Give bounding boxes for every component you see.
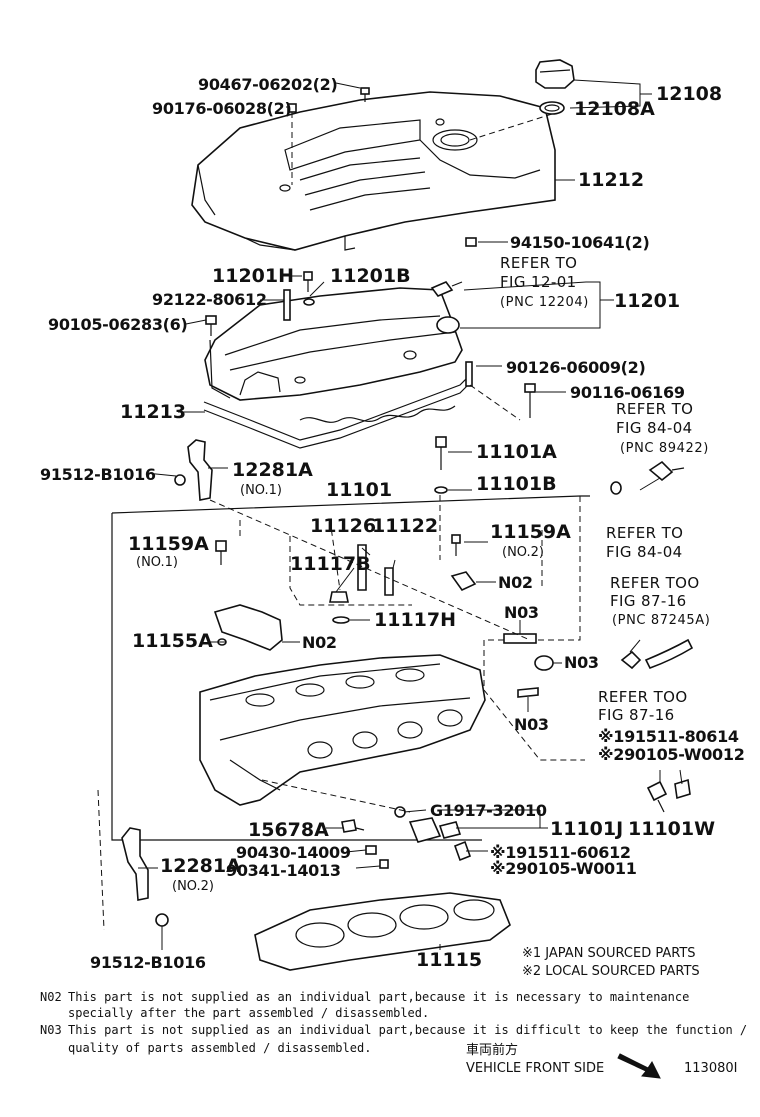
ref3-line2: FIG 84-04	[606, 543, 683, 561]
label-90467: 90467-06202(2)	[198, 75, 338, 94]
side-sensor-parts-drawing	[620, 638, 694, 813]
label-no3-c: N03	[514, 715, 549, 734]
ref3-line1: REFER TO	[606, 524, 683, 542]
label-no2-left: N02	[302, 633, 337, 652]
cover-bolts-drawing	[287, 87, 370, 185]
label-no3-b: N03	[564, 653, 599, 672]
label-11101w: 11101W	[628, 818, 715, 840]
label-11101b: 11101B	[476, 473, 557, 495]
label-11117h: 11117H	[374, 609, 456, 631]
label-91512-b1016-bottom: 91512-B1016	[90, 953, 206, 972]
label-11213: 11213	[120, 401, 186, 423]
label-90430: 90430-14009	[236, 843, 351, 862]
label-11201: 11201	[614, 290, 680, 312]
label-12108: 12108	[656, 83, 722, 105]
label-11201h: 11201H	[212, 265, 294, 287]
diagram-footer: 車両前方 VEHICLE FRONT SIDE 113080I	[466, 1042, 737, 1079]
source-legend: ※1 JAPAN SOURCED PARTS ※2 LOCAL SOURCED …	[522, 946, 700, 979]
engine-hanger-no2-drawing	[97, 789, 169, 931]
label-11159a-no2-sub: (NO.2)	[502, 545, 544, 560]
label-12281a-no2-sub: (NO.2)	[172, 879, 214, 894]
label-g1917: G1917-32010	[430, 801, 547, 820]
head-cover-drawing	[204, 287, 463, 401]
label-11122: 11122	[372, 515, 438, 537]
ref1-line1: REFER TO	[500, 254, 577, 272]
label-90105-w0012: ※290105-W0012	[598, 745, 745, 764]
figure-code: 113080I	[684, 1061, 737, 1076]
label-90126: 90126-06009(2)	[506, 358, 646, 377]
label-11201b: 11201B	[330, 265, 411, 287]
note-n03-line2: quality of parts assembled / disassemble…	[68, 1041, 371, 1055]
label-11117b: 11117B	[290, 553, 371, 575]
ref4-line3: (PNC 87245A)	[612, 613, 710, 628]
ref5-line1: REFER TOO	[598, 688, 688, 706]
label-12281a-no2: 12281A	[160, 855, 241, 877]
label-11101a: 11101A	[476, 441, 557, 463]
note-n03-line1: This part is not supplied as an individu…	[68, 1023, 747, 1037]
label-94150: 94150-10641(2)	[510, 233, 650, 252]
note-n02-line2: specially after the part assembled / dis…	[68, 1006, 429, 1020]
legend-local-sourced: ※2 LOCAL SOURCED PARTS	[522, 964, 700, 979]
label-12108a: 12108A	[574, 98, 655, 120]
oil-control-valve-drawing	[261, 779, 472, 869]
front-arrow-icon	[617, 1053, 661, 1079]
leader-lines	[138, 79, 683, 950]
ref1-line3: (PNC 12204)	[500, 295, 589, 310]
head-gasket-drawing	[254, 892, 511, 971]
label-no3-a: N03	[504, 603, 539, 622]
note-n02-code: N02	[40, 990, 62, 1004]
label-11159a-no1: 11159A	[128, 533, 209, 555]
ref2-line2: FIG 84-04	[616, 419, 693, 437]
note-n02-line1: This part is not supplied as an individu…	[68, 990, 689, 1004]
engine-cover-drawing	[191, 91, 556, 251]
vehicle-front-en: VEHICLE FRONT SIDE	[466, 1061, 604, 1076]
label-91512-b1016-top: 91512-B1016	[40, 465, 156, 484]
label-90105-w0011: ※290105-W0011	[490, 859, 637, 878]
part-labels: 90467-06202(2) 90176-06028(2) 12108 1210…	[40, 75, 745, 972]
label-92122: 92122-80612	[152, 290, 267, 309]
label-15678a: 15678A	[248, 819, 329, 841]
engine-hanger-no1-drawing	[174, 439, 213, 501]
head-cover-gasket-drawing	[203, 374, 471, 449]
head-internal-parts-drawing	[213, 519, 554, 698]
label-90176: 90176-06028(2)	[152, 99, 292, 118]
label-11155a: 11155A	[132, 630, 213, 652]
label-11159a-no1-sub: (NO.1)	[136, 555, 178, 570]
legend-japan-sourced: ※1 JAPAN SOURCED PARTS	[522, 946, 696, 961]
label-11115: 11115	[416, 949, 482, 971]
label-11126: 11126	[310, 515, 376, 537]
ref1-line2: FIG 12-01	[500, 273, 577, 291]
head-bolt-drawing	[434, 436, 448, 494]
label-90341: 90341-14013	[226, 861, 341, 880]
label-11159a-no2: 11159A	[490, 521, 571, 543]
label-91511-60612: ※191511-60612	[490, 843, 631, 862]
label-11101: 11101	[326, 479, 392, 501]
label-12281a-no1-sub: (NO.1)	[240, 483, 282, 498]
ref4-line2: FIG 87-16	[610, 592, 687, 610]
head-cover-fasteners-drawing	[205, 237, 685, 495]
label-90105-06283: 90105-06283(6)	[48, 315, 188, 334]
label-11212: 11212	[578, 169, 644, 191]
label-no2-right: N02	[498, 573, 533, 592]
footnotes: N02 This part is not supplied as an indi…	[40, 990, 747, 1055]
ref2-line1: REFER TO	[616, 400, 693, 418]
vehicle-front-jp: 車両前方	[466, 1042, 518, 1058]
note-n03-code: N03	[40, 1023, 62, 1037]
label-90116: 90116-06169	[570, 383, 685, 402]
label-91511-80614: ※191511-80614	[598, 727, 739, 746]
cross-references: REFER TO FIG 12-01 (PNC 12204) REFER TO …	[500, 254, 710, 724]
ref2-line3: (PNC 89422)	[620, 441, 709, 456]
label-11101j: 11101J	[550, 818, 623, 840]
label-12281a-no1: 12281A	[232, 459, 313, 481]
ref5-line2: FIG 87-16	[598, 706, 675, 724]
ref4-line1: REFER TOO	[610, 574, 700, 592]
cylinder-head-drawing	[199, 654, 486, 806]
